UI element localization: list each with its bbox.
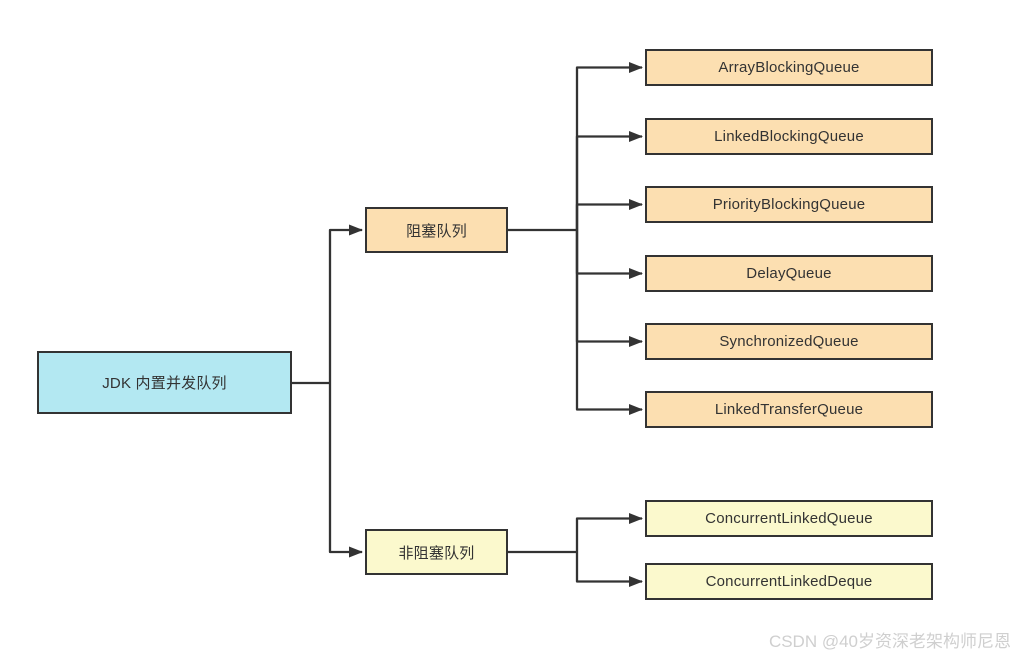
- node-category-blocking: 阻塞队列: [365, 207, 508, 253]
- node-priorityblockingqueue: PriorityBlockingQueue: [645, 186, 933, 223]
- edge-root-to-nonblocking: [328, 383, 363, 558]
- node-arrayblockingqueue: ArrayBlockingQueue: [645, 49, 933, 86]
- node-synchronizedqueue: SynchronizedQueue: [645, 323, 933, 360]
- edge-nonblocking-leaf-1: [575, 552, 643, 587]
- edge-blocking-leaf-4: [575, 230, 643, 347]
- node-concurrentlinkeddeque: ConcurrentLinkedDeque: [645, 563, 933, 600]
- edge-nonblocking-leaf-0: [575, 513, 643, 552]
- edge-root-to-blocking: [328, 224, 363, 383]
- node-delayqueue: DelayQueue: [645, 255, 933, 292]
- watermark: CSDN @40岁资深老架构师尼恩: [768, 632, 1011, 651]
- edge-blocking-leaf-5: [575, 230, 643, 415]
- node-root: JDK 内置并发队列: [37, 351, 292, 414]
- edge-blocking-leaf-1: [575, 131, 643, 230]
- node-category-nonblocking: 非阻塞队列: [365, 529, 508, 575]
- node-linkedtransferqueue: LinkedTransferQueue: [645, 391, 933, 428]
- edge-blocking-leaf-3: [575, 230, 643, 279]
- edge-blocking-leaf-2: [575, 199, 643, 230]
- node-linkedblockingqueue: LinkedBlockingQueue: [645, 118, 933, 155]
- node-concurrentlinkedqueue: ConcurrentLinkedQueue: [645, 500, 933, 537]
